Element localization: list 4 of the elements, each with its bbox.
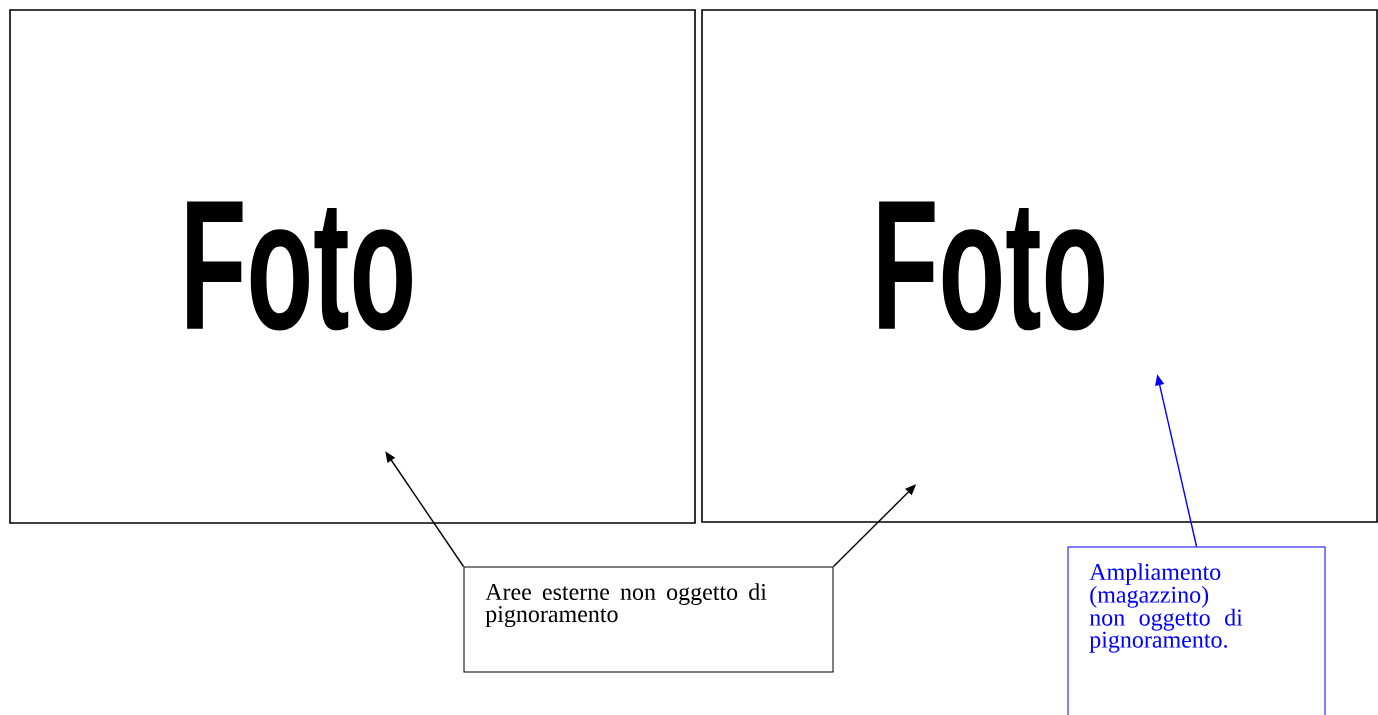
callout-box: Ampliamento (magazzino) non oggetto di pignoramento.: [1067, 546, 1326, 715]
callout-box: Aree esterne non oggetto di pignoramento: [463, 566, 834, 673]
placeholder-text: Foto: [187, 201, 412, 331]
placeholder-text: Foto: [879, 201, 1104, 331]
